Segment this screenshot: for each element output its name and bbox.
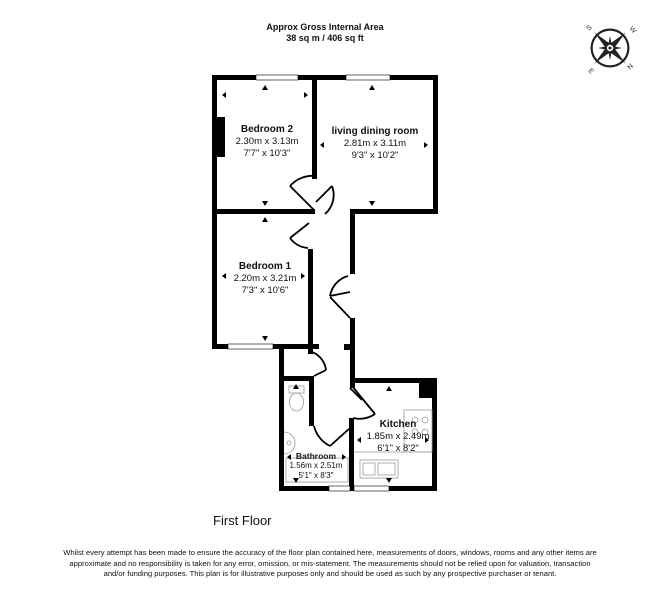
room-imperial: 6'1" x 8'2" [377, 443, 419, 454]
room-metric: 1.56m x 2.51m [289, 461, 343, 470]
room-living-dining: living dining room 2.81m x 3.11m 9'3" x … [322, 126, 428, 162]
svg-text:N: N [626, 63, 635, 72]
room-imperial: 5'1" x 8'3" [298, 471, 334, 480]
area-header: Approx Gross Internal Area 38 sq m / 406… [0, 22, 650, 44]
disclaimer-text: Whilst every attempt has been made to en… [63, 548, 597, 578]
room-metric: 2.81m x 3.11m [343, 138, 407, 149]
room-bathroom: Bathroom 1.56m x 2.51m 5'1" x 8'3" [285, 451, 347, 481]
compass-rose-icon: S W N E [585, 24, 638, 76]
svg-text:E: E [587, 67, 595, 75]
svg-text:S: S [585, 24, 593, 32]
room-metric: 2.20m x 3.21m [233, 273, 297, 284]
room-name: Bedroom 2 [240, 124, 294, 135]
room-imperial: 7'7" x 10'3" [243, 148, 291, 159]
svg-text:W: W [628, 25, 638, 35]
room-imperial: 9'3" x 10'2" [351, 150, 399, 161]
room-name: Bedroom 1 [238, 261, 292, 272]
room-metric: 1.85m x 2.49m [366, 431, 430, 442]
area-value: 38 sq m / 406 sq ft [286, 33, 364, 43]
room-metric: 2.30m x 3.13m [235, 136, 299, 147]
area-title: Approx Gross Internal Area [266, 22, 384, 32]
room-name: Kitchen [379, 419, 417, 430]
floor-label: First Floor [213, 513, 272, 528]
room-name: living dining room [331, 126, 419, 137]
room-name: Bathroom [295, 451, 337, 461]
room-kitchen: Kitchen 1.85m x 2.49m 6'1" x 8'2" [362, 419, 434, 455]
room-bedroom-2: Bedroom 2 2.30m x 3.13m 7'7" x 10'3" [228, 124, 306, 160]
room-imperial: 7'3" x 10'6" [241, 285, 289, 296]
room-bedroom-1: Bedroom 1 2.20m x 3.21m 7'3" x 10'6" [225, 261, 305, 297]
